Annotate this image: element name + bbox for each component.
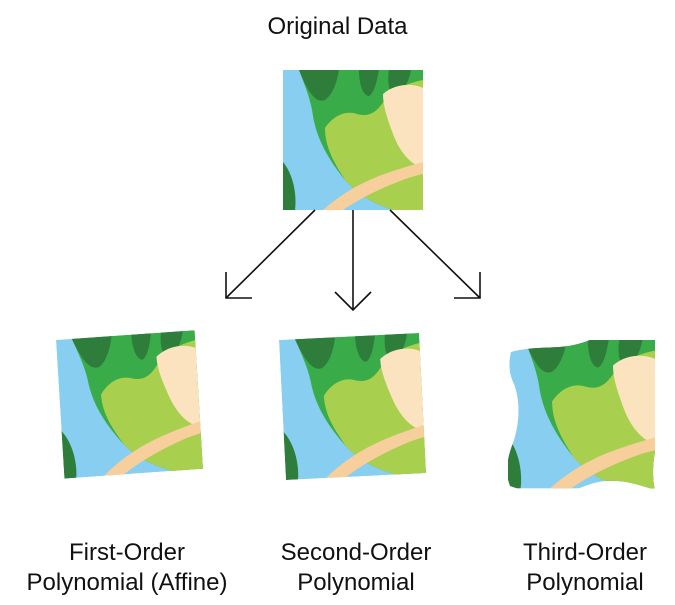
arrow-to-third-order xyxy=(389,209,481,299)
caption-second-order: Second-Order Polynomial xyxy=(236,538,476,598)
original-map-tile xyxy=(283,70,423,210)
caption-second-order-line1: Second-Order xyxy=(280,539,432,566)
caption-third-order-line2: Polynomial xyxy=(526,569,644,596)
first-order-map-tile xyxy=(56,330,203,478)
arrow-to-second-order xyxy=(334,210,372,312)
caption-first-order: First-Order Polynomial (Affine) xyxy=(7,538,247,598)
caption-first-order-line2: Polynomial (Affine) xyxy=(26,569,228,596)
caption-second-order-line2: Polynomial xyxy=(297,569,415,596)
caption-third-order: Third-Order Polynomial xyxy=(465,538,675,598)
third-order-map-tile xyxy=(508,340,655,488)
arrow-to-first-order xyxy=(225,209,316,299)
caption-third-order-line1: Third-Order xyxy=(522,539,648,566)
original-data-title: Original Data xyxy=(267,13,408,40)
caption-first-order-line1: First-Order xyxy=(69,539,185,566)
second-order-map-tile xyxy=(279,333,426,480)
